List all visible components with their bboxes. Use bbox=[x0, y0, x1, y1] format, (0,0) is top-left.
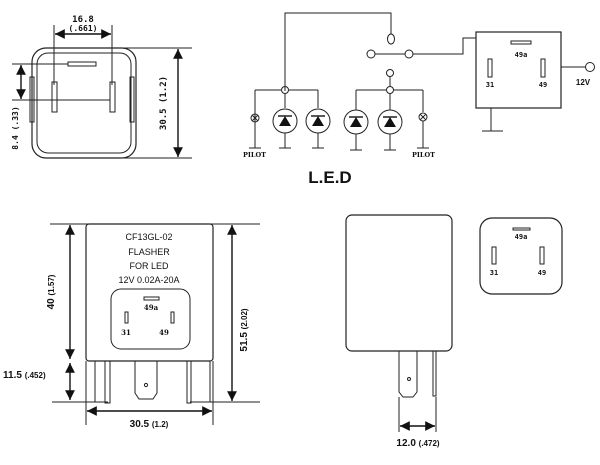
dim-offset-mm: 8.4 bbox=[11, 135, 20, 150]
dim-body-height-in: (1.57) bbox=[47, 274, 56, 295]
dim-height-in: (1.2) bbox=[159, 76, 169, 103]
pin-49a-slot bbox=[512, 227, 531, 231]
dim-body-height-label: 40 (1.57) bbox=[46, 274, 57, 309]
circuit-title: L.E.D bbox=[308, 168, 351, 187]
pin-49-slot bbox=[539, 246, 545, 265]
switch-terminal bbox=[366, 49, 376, 59]
flasher-body bbox=[85, 223, 214, 362]
led-diode-2-icon bbox=[305, 108, 331, 149]
pinout-pin-31: 31 bbox=[490, 269, 498, 277]
terminal-center bbox=[134, 361, 158, 400]
side-terminal-wide bbox=[398, 351, 418, 398]
label-line-2: FLASHER bbox=[128, 247, 170, 257]
dim-pin-length-in: (.452) bbox=[25, 371, 46, 380]
connector-outline bbox=[110, 288, 191, 350]
dim-pin-spacing-in: (.472) bbox=[419, 439, 440, 448]
led-diode-1-icon bbox=[272, 108, 298, 149]
dim-width-mm: 30.5 bbox=[130, 419, 150, 430]
pin-31-slot bbox=[487, 58, 493, 78]
dim-offset-in: (.33) bbox=[11, 106, 20, 130]
pilot-lamp-right-icon bbox=[418, 112, 428, 122]
voltage-label: 12V bbox=[576, 78, 591, 87]
pilot-lamp-left-icon bbox=[250, 113, 260, 123]
front-view: CF13GL-02 FLASHER FOR LED 12V 0.02A-20A … bbox=[3, 223, 260, 430]
dim-pin-length-label: 11.5 (.452) bbox=[3, 370, 46, 381]
dim-total-height-in: (2.02) bbox=[240, 308, 249, 329]
led-diode-3-icon bbox=[343, 109, 369, 151]
dim-pin-length-mm: 11.5 bbox=[3, 370, 22, 381]
wire-to-relay bbox=[413, 37, 476, 55]
side-body bbox=[345, 214, 453, 352]
dim-height-label: 30.5 (1.2) bbox=[159, 76, 169, 130]
front-pin-49: 49 bbox=[159, 328, 169, 337]
terminal-right bbox=[186, 360, 211, 404]
junction-node-right bbox=[386, 86, 394, 94]
pinout-pin-49: 49 bbox=[538, 269, 546, 277]
pin-31-slot bbox=[124, 311, 129, 324]
relay-outline-outer bbox=[31, 47, 137, 159]
pin-49a-slot bbox=[510, 40, 532, 45]
led-circuit: PILOT PILOT bbox=[243, 12, 595, 187]
side-terminal-thin bbox=[432, 350, 437, 397]
dim-width-label: 30.5 (1.2) bbox=[130, 419, 169, 430]
dim-pin-spacing-label: 12.0 (.472) bbox=[396, 438, 439, 449]
pinout-view: 49a 31 49 bbox=[479, 217, 563, 295]
pin-31-slot bbox=[491, 246, 497, 265]
dim-total-height-label: 51.5 (2.02) bbox=[239, 308, 250, 351]
switch-terminal bbox=[404, 49, 414, 59]
front-pin-49a: 49a bbox=[144, 303, 159, 312]
side-view: 12.0 (.472) bbox=[345, 214, 453, 449]
pin-49-slot bbox=[540, 58, 546, 78]
pinout-outline bbox=[479, 217, 563, 295]
side-tab-right bbox=[129, 76, 135, 123]
led-diode-4-icon bbox=[377, 109, 403, 151]
dim-pin-spacing-mm: 12.0 bbox=[396, 438, 416, 449]
pin-49-slot bbox=[170, 311, 175, 324]
dim-width-in: (1.2) bbox=[152, 420, 169, 429]
pilot-label-right: PILOT bbox=[412, 151, 435, 159]
dim-total-height-mm: 51.5 bbox=[239, 332, 250, 352]
label-line-3: FOR LED bbox=[129, 261, 169, 271]
dim-body-height-mm: 40 bbox=[46, 298, 57, 310]
label-line-4: 12V 0.02A-20A bbox=[118, 275, 179, 285]
supply-terminal bbox=[585, 62, 595, 72]
wire bbox=[284, 12, 392, 91]
relay-box bbox=[475, 31, 562, 109]
front-pin-31: 31 bbox=[121, 328, 131, 337]
relay-pin-49a: 49a bbox=[515, 51, 528, 59]
dim-width-mm: 16.8 bbox=[72, 15, 94, 25]
junction-node-left bbox=[281, 86, 289, 94]
dim-height-mm: 30.5 bbox=[159, 108, 169, 130]
relay-pin-31: 31 bbox=[486, 81, 494, 89]
relay-outline-inner bbox=[36, 52, 132, 154]
label-line-1: CF13GL-02 bbox=[125, 232, 172, 242]
relay-pin-49: 49 bbox=[539, 81, 547, 89]
dim-width-in: (.661) bbox=[69, 24, 98, 33]
pin-49a-slot bbox=[143, 296, 160, 301]
switch-terminal bbox=[387, 33, 395, 45]
top-view: 16.8 (.661) 30.5 (1.2) 8.4 (.33) bbox=[11, 15, 192, 159]
switch-terminal bbox=[386, 69, 394, 77]
terminal-left bbox=[94, 360, 111, 404]
pilot-label-left: PILOT bbox=[243, 151, 266, 159]
pinout-pin-49a: 49a bbox=[515, 233, 528, 241]
dim-offset-label: 8.4 (.33) bbox=[11, 106, 20, 149]
